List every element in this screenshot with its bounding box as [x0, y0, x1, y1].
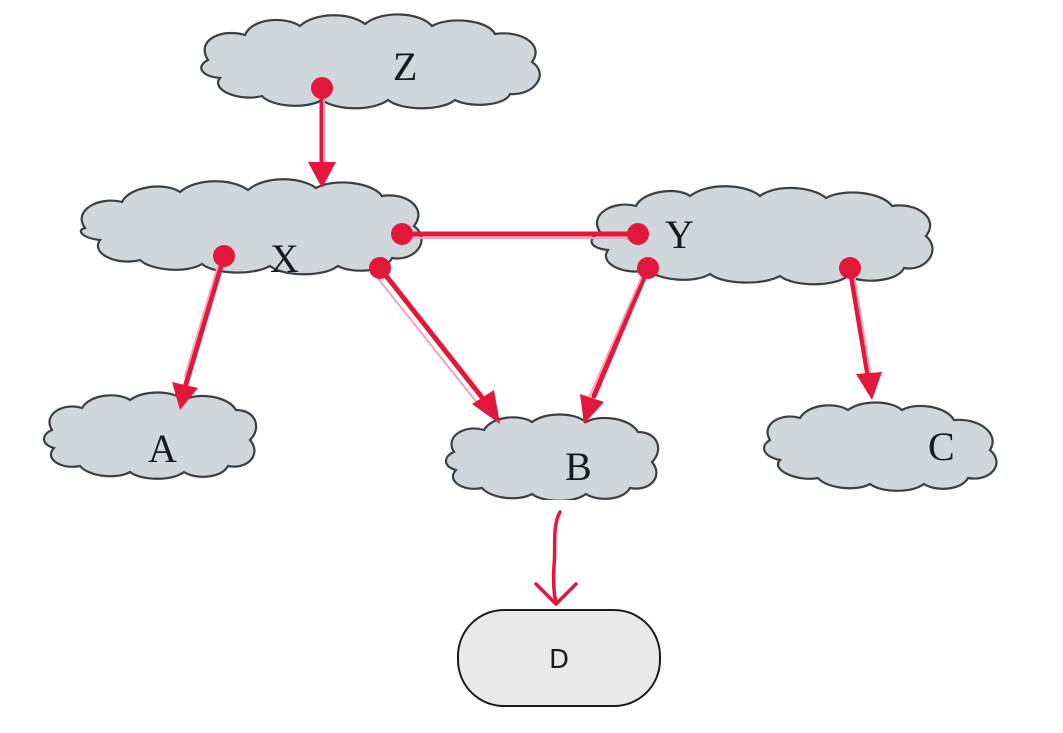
label-x: X: [270, 236, 299, 281]
port-z: [311, 77, 333, 99]
edge-y-c: [847, 265, 882, 400]
cloud-x: [79, 178, 423, 276]
port-x-left: [213, 245, 235, 267]
port-x-right-top: [391, 223, 413, 245]
label-y: Y: [665, 212, 694, 257]
edge-z-x: [308, 87, 336, 188]
edge-b-d: [534, 510, 578, 606]
label-c: C: [928, 424, 955, 469]
label-a: A: [148, 426, 177, 471]
port-y-left-top: [627, 223, 649, 245]
edge-y-b: [580, 265, 651, 424]
cloud-z: [200, 13, 541, 110]
port-y-left-bottom: [637, 257, 659, 279]
edge-x-y: [399, 231, 641, 239]
cloud-b: [430, 413, 680, 524]
node-d: [457, 609, 661, 707]
label-b: B: [565, 444, 592, 489]
label-z: Z: [393, 44, 417, 89]
port-y-right: [839, 257, 861, 279]
port-x-right-bottom: [369, 257, 391, 279]
edge-x-b: [375, 265, 500, 424]
label-d: D: [549, 645, 569, 675]
cloud-a: [42, 391, 258, 480]
edge-x-a: [172, 253, 227, 410]
cloud-c: [762, 401, 998, 492]
